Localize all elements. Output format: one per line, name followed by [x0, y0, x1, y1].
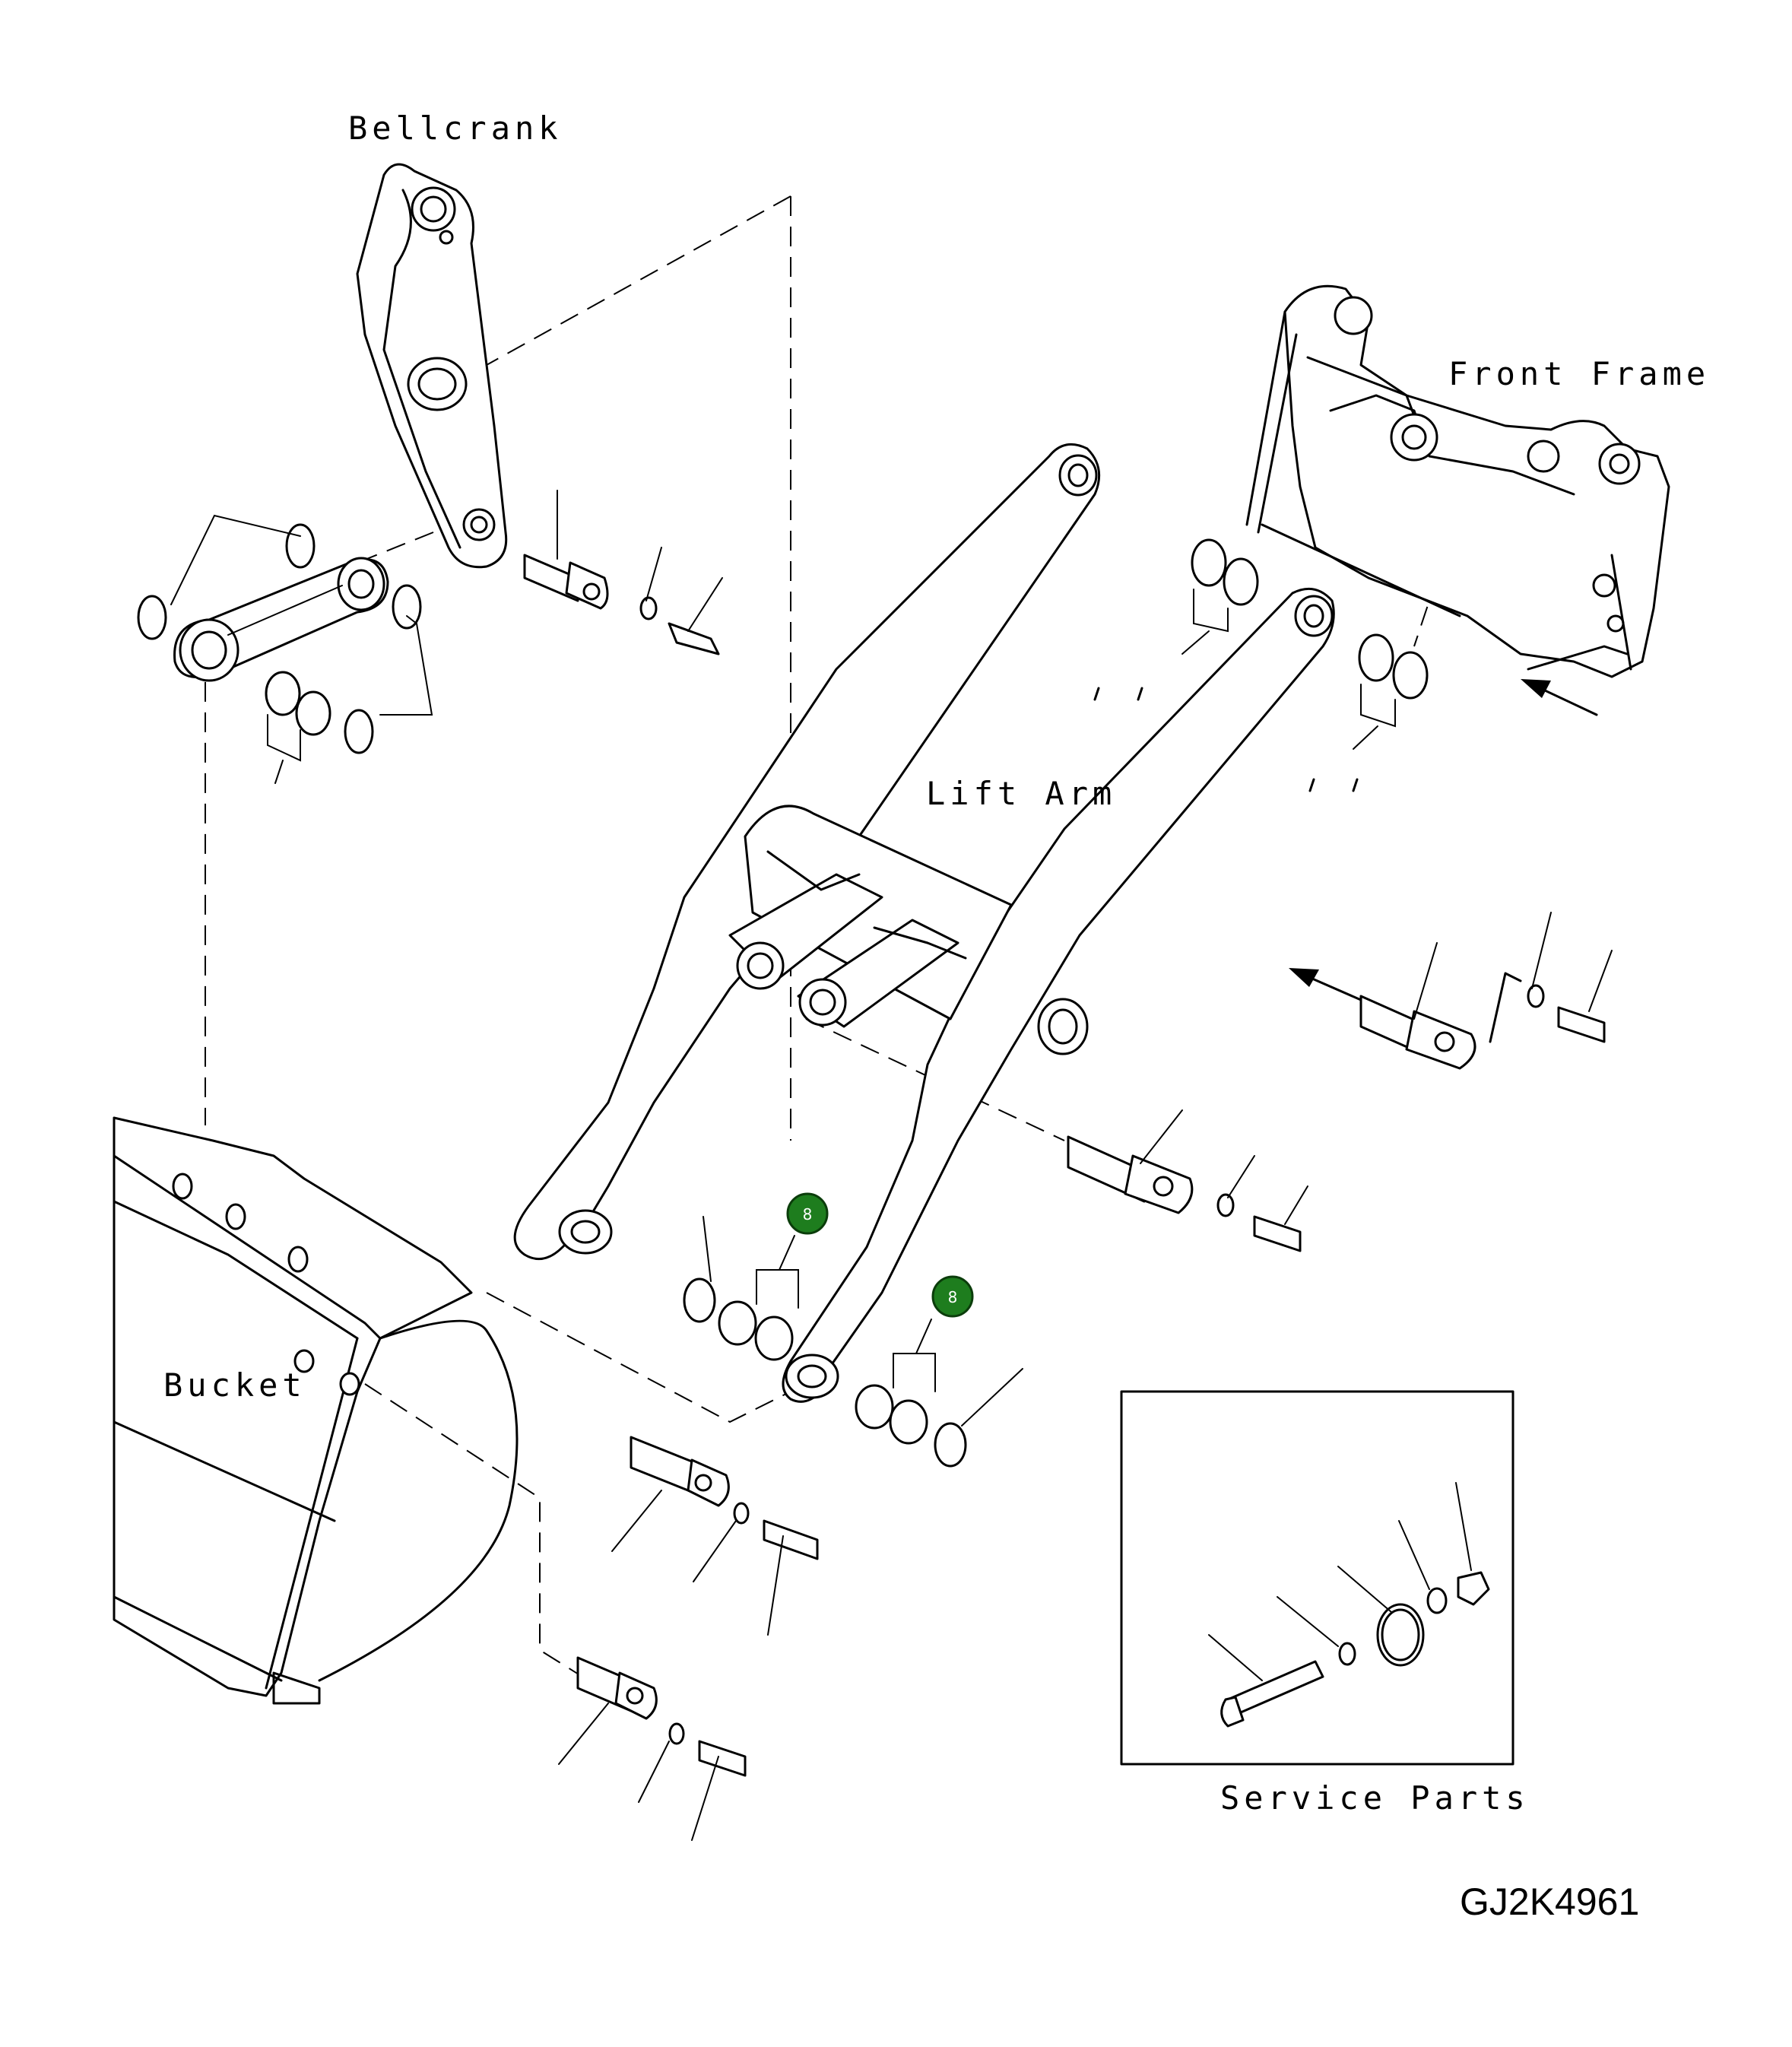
bellcrank-label: Bellcrank	[348, 109, 563, 147]
callout-8-lower[interactable]: 8	[931, 1275, 974, 1318]
service-parts-label: Service Parts	[1220, 1779, 1530, 1817]
front-frame-part	[1245, 284, 1670, 678]
bellcrank-part	[356, 163, 508, 569]
bellcrank-pin-set	[523, 490, 723, 655]
front-frame-label: Front Frame	[1448, 355, 1710, 392]
direction-arrows	[1289, 679, 1598, 1001]
bucket-pin-set-upper	[611, 1436, 819, 1636]
bucket-pin-set-lower	[558, 1656, 747, 1841]
bucket-part	[113, 1116, 519, 1705]
lift-arm-label: Lift Arm	[926, 775, 1116, 812]
link-part	[173, 557, 389, 682]
lift-arm-shims	[683, 1216, 1023, 1468]
callout-8-upper-text: 8	[803, 1205, 813, 1223]
lift-arm-pin-set-lower	[1067, 1109, 1308, 1252]
comma-marks	[1093, 687, 1359, 792]
callout-8-upper[interactable]: 8	[786, 1192, 829, 1235]
callout-8-lower-text: 8	[948, 1288, 958, 1306]
service-parts-box	[1120, 1390, 1514, 1766]
bucket-label: Bucket	[163, 1366, 306, 1404]
link-shims	[137, 514, 433, 784]
drawing-code: GJ2K4961	[1460, 1880, 1639, 1923]
lift-arm-part	[513, 443, 1335, 1403]
lift-arm-pin-set-upper	[1359, 912, 1613, 1070]
front-frame-shims	[1181, 538, 1429, 750]
